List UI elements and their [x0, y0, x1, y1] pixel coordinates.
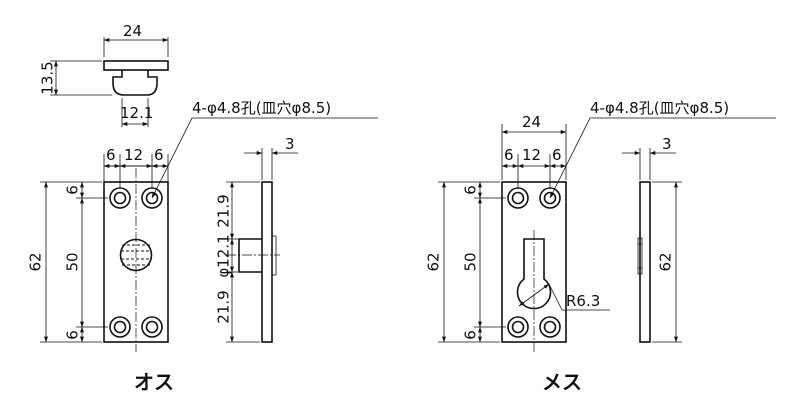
female-hole-bottom-right — [539, 316, 561, 338]
dim-male-length: 62 — [27, 252, 45, 271]
dim-female-pitch-mid: 12 — [522, 146, 541, 164]
dim-female-thickness: 3 — [662, 135, 672, 153]
dim-side-upper: 21.9 — [215, 194, 233, 227]
male-caption: オス — [134, 370, 174, 394]
top-view: 24 13.5 12.1 — [39, 22, 169, 127]
female-side-plate — [639, 181, 651, 343]
dim-female-side-length: 62 — [657, 252, 675, 271]
female-hole-bottom-left — [507, 316, 529, 338]
dim-side-lower: 21.9 — [215, 290, 233, 323]
dim-female-radius: R6.3 — [566, 292, 600, 310]
dim-top-width: 24 — [123, 22, 142, 40]
female-caption: メス — [542, 370, 582, 394]
dim-side-pin-dia: φ12.1 — [215, 234, 233, 277]
dim-female-bottom-hole: 6 — [462, 330, 480, 340]
dim-pin-diameter: 12.1 — [120, 104, 153, 122]
dim-top-height: 13.5 — [39, 61, 57, 94]
dim-male-pitch-left: 6 — [106, 146, 116, 164]
dim-female-top-hole: 6 — [462, 185, 480, 195]
dim-female-width: 24 — [522, 113, 541, 131]
dim-female-pitch-right: 6 — [552, 146, 562, 164]
male-hole-spec: 4-φ4.8孔(皿穴φ8.5) — [192, 99, 331, 117]
dim-female-length: 62 — [425, 252, 443, 271]
female-side-view: 3 62 — [622, 135, 682, 343]
top-plate-outline — [103, 60, 169, 71]
dim-male-pitch-right: 6 — [154, 146, 164, 164]
male-side-plate — [261, 181, 273, 343]
female-hole-spec: 4-φ4.8孔(皿穴φ8.5) — [590, 99, 729, 117]
female-front-view: R6.3 24 6 12 6 62 6 50 6 4-φ4.8孔(皿穴φ8.5)… — [425, 99, 776, 394]
male-pin-hidden — [119, 238, 153, 272]
dim-male-thickness: 3 — [285, 135, 295, 153]
male-hole-top-left — [109, 187, 131, 209]
female-hole-top-left — [507, 187, 529, 209]
dim-female-span: 50 — [462, 252, 480, 271]
dim-male-top-hole: 6 — [64, 185, 82, 195]
dim-female-pitch-left: 6 — [504, 146, 514, 164]
top-pin-outline — [112, 70, 158, 96]
male-front-view: 6 12 6 62 6 50 6 4-φ4.8孔(皿穴φ8.5) オス — [27, 99, 378, 394]
male-side-view: 3 21.9 φ12.1 21.9 — [215, 135, 298, 343]
male-hole-bottom-right — [141, 316, 163, 338]
male-hole-bottom-left — [109, 316, 131, 338]
male-side-pin — [238, 238, 262, 273]
dim-male-span: 50 — [64, 252, 82, 271]
dim-male-pitch-mid: 12 — [124, 146, 143, 164]
dim-male-bottom-hole: 6 — [64, 330, 82, 340]
